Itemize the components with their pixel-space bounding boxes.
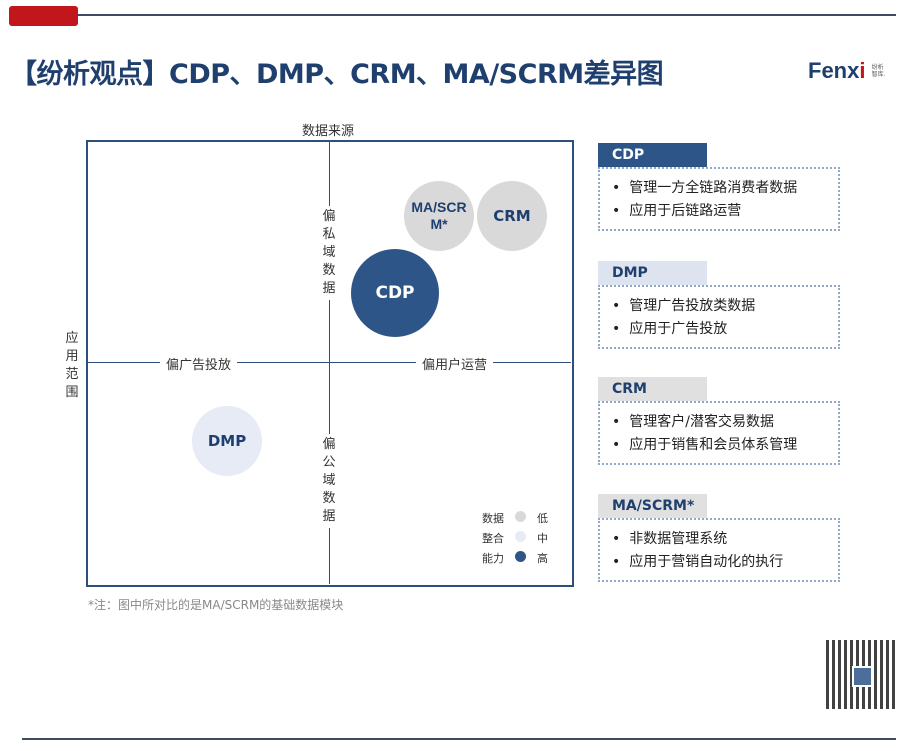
legend-title-2: 整合 [482,532,504,545]
legend-levels: 低 中 高 [537,509,548,569]
circle-label: CRM [493,207,531,225]
header-accent [9,6,78,26]
panel-title: DMP [598,261,707,285]
circle-ma-scrm: MA/SCRM* [404,181,474,251]
legend-level-mid: 中 [537,532,548,545]
circle-crm: CRM [477,181,547,251]
left-label: 应用范围 [64,330,80,402]
panel-item: 应用于广告投放 [612,318,838,341]
legend-level-low: 低 [537,512,548,525]
panel-title: MA/SCRM* [598,494,707,518]
qr-code [826,640,895,709]
panel-body: 管理一方全链路消费者数据应用于后链路运营 [598,167,840,231]
legend-dot-low [515,511,526,522]
panel-body: 管理客户/潜客交易数据应用于销售和会员体系管理 [598,401,840,465]
logo-sub: 纷析智库. [871,65,886,79]
legend-dot-high [515,551,526,562]
panel-dmp: DMP 管理广告投放类数据应用于广告投放 [598,261,840,349]
footnote: *注：图中所对比的是MA/SCRM的基础数据模块 [88,598,344,612]
logo: Fenxi 纷析智库. [808,58,886,84]
legend: 数据 整合 能力 [482,509,504,569]
circle-label: MA/SCRM* [411,199,467,232]
panel-cdp: CDP 管理一方全链路消费者数据应用于后链路运营 [598,143,840,231]
legend-dot-mid [515,531,526,542]
footer-divider [22,738,896,740]
axis-right-label: 偏用户运营 [416,354,494,373]
legend-title-3: 能力 [482,552,504,565]
axis-lower-label: 偏公域数据 [321,434,337,528]
panel-body: 非数据管理系统应用于营销自动化的执行 [598,518,840,582]
divider [78,14,896,16]
panel-ma-scrm: MA/SCRM* 非数据管理系统应用于营销自动化的执行 [598,494,840,582]
panel-crm: CRM 管理客户/潜客交易数据应用于销售和会员体系管理 [598,377,840,465]
axis-left-label: 偏广告投放 [160,354,238,373]
panel-item: 非数据管理系统 [612,528,838,551]
panel-item: 管理一方全链路消费者数据 [612,177,838,200]
panel-item: 应用于后链路运营 [612,200,838,223]
page-title: 【纷析观点】CDP、DMP、CRM、MA/SCRM差异图 [10,59,664,90]
panel-body: 管理广告投放类数据应用于广告投放 [598,285,840,349]
top-label: 数据来源 [302,120,355,139]
panel-item: 管理广告投放类数据 [612,295,838,318]
quadrant-chart [86,140,574,587]
panel-title: CRM [598,377,707,401]
horizontal-axis [87,362,571,363]
panel-item: 应用于销售和会员体系管理 [612,434,838,457]
logo-text: Fenx [808,58,860,83]
legend-level-high: 高 [537,552,548,565]
axis-upper-label: 偏私域数据 [321,206,337,300]
circle-dmp: DMP [192,406,262,476]
circle-label: CDP [375,283,415,303]
logo-i: i [859,58,866,83]
panel-item: 管理客户/潜客交易数据 [612,411,838,434]
circle-cdp: CDP [351,249,439,337]
panel-item: 应用于营销自动化的执行 [612,551,838,574]
legend-title-1: 数据 [482,512,504,525]
circle-label: DMP [207,432,247,450]
panel-title: CDP [598,143,707,167]
